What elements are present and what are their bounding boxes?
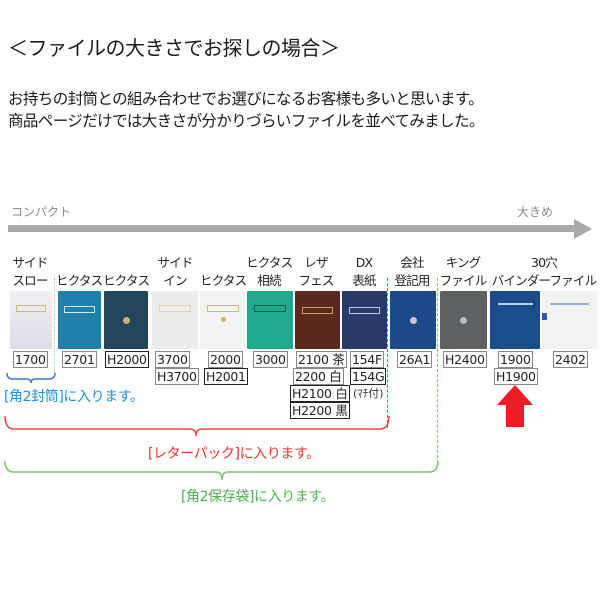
file-cover-2402[interactable]: [542, 291, 597, 349]
product-code: 154F: [350, 351, 384, 368]
category-line: フェス: [298, 273, 334, 288]
category-leather-fes: レザ フェス: [296, 254, 336, 290]
file-cover-1700[interactable]: [10, 291, 52, 349]
highlight-up-arrow-icon: [497, 385, 533, 427]
category-king-file: キング ファイル: [438, 254, 488, 290]
product-code: H2001: [204, 368, 248, 385]
product-code: 26A1: [397, 351, 433, 368]
intro-line-2: 商品ページだけでは大きさが分かりづらいファイルを並べてみました。: [8, 112, 484, 130]
category-line: サイド: [157, 255, 193, 270]
product-code: 3000: [253, 351, 288, 368]
arrow-shaft: [506, 405, 524, 427]
kaku2-envelope-bracket: [6, 372, 56, 384]
file-cover-2100[interactable]: [295, 291, 340, 349]
category-line: 表紙: [352, 273, 376, 288]
file-cover-2000[interactable]: [200, 291, 246, 349]
product-code: 3700: [155, 351, 190, 368]
file-cover-h2000[interactable]: [104, 291, 148, 349]
kaku2-storage-bag-label: [角2保存袋]に入ります。: [181, 489, 335, 505]
category-line: レザ: [304, 255, 328, 270]
product-code: 2402: [553, 351, 588, 368]
category-hiktas-1: ヒクタス: [56, 273, 103, 288]
category-side-slow: サイド スロー: [8, 254, 52, 290]
product-code: H2200 黒: [290, 402, 350, 419]
letter-pack-bracket: [4, 415, 390, 437]
category-line: ヒクタス: [246, 255, 293, 270]
product-code: H2100 白: [290, 385, 350, 402]
axis-label-large: 大きめ: [517, 205, 554, 219]
size-axis-bar: [8, 225, 576, 232]
product-code: 2701: [62, 351, 97, 368]
gusset-note: (ﾏﾁ付): [353, 387, 384, 400]
letter-pack-label: [レターパック]に入ります。: [148, 446, 320, 462]
file-cover-26a1[interactable]: [390, 291, 436, 349]
product-code: H2400: [443, 351, 487, 368]
kaku2-storage-bag-boundary: [437, 278, 438, 463]
size-axis-arrow-icon: [574, 219, 592, 239]
intro-text: お持ちの封筒との組み合わせでお選びになるお客様も多いと思います。 商品ページだけ…: [8, 88, 484, 132]
category-line: 登記用: [394, 273, 430, 288]
kaku2-storage-bag-bracket: [4, 460, 439, 481]
category-line: 30穴: [530, 255, 558, 270]
page-title: ＜ファイルの大きさでお探しの場合＞: [8, 36, 340, 60]
product-code: 1700: [13, 351, 48, 368]
product-code: 2100 茶: [296, 351, 347, 368]
category-line: サイド: [12, 255, 48, 270]
product-code: H2000: [105, 351, 149, 368]
product-code: 1900: [498, 351, 533, 368]
file-cover-3700[interactable]: [152, 291, 198, 349]
category-hiktas-2: ヒクタス: [103, 273, 150, 288]
category-line: スロー: [12, 273, 48, 288]
product-code: 2000: [208, 351, 243, 368]
kaku2-envelope-label: [角2封筒]に入ります。: [4, 389, 144, 405]
product-code: H3700: [155, 368, 199, 385]
category-side-in: サイド イン: [155, 254, 195, 290]
kaku2-envelope-boundary: [54, 278, 55, 374]
file-cover-3000[interactable]: [247, 291, 293, 349]
file-cover-1900[interactable]: [490, 291, 540, 349]
intro-line-1: お持ちの封筒との組み合わせでお選びになるお客様も多いと思います。: [8, 90, 484, 108]
category-line: バインダーファイル: [491, 273, 597, 288]
category-line: 相続: [257, 273, 281, 288]
product-code: 2200 白: [293, 368, 344, 385]
category-line: DX: [355, 255, 373, 270]
file-cover-h2400[interactable]: [440, 291, 487, 349]
category-hiktas-inheritance: ヒクタス 相続: [246, 254, 293, 290]
category-company-registration: 会社 登記用: [390, 254, 434, 290]
category-line: ファイル: [439, 273, 488, 288]
category-line: キング: [445, 255, 482, 270]
category-dx-cover: DX 表紙: [344, 254, 384, 290]
arrow-head: [497, 385, 533, 405]
file-cover-2701[interactable]: [58, 291, 101, 349]
category-line: イン: [163, 273, 187, 288]
binder-tab-icon: [542, 313, 547, 320]
letter-pack-boundary: [387, 278, 388, 428]
product-code: 154G: [350, 368, 387, 385]
category-line: 会社: [400, 255, 424, 270]
product-code: H1900: [494, 368, 538, 385]
category-30-hole-binder: 30穴 バインダーファイル: [490, 254, 598, 290]
file-cover-154f[interactable]: [342, 291, 387, 349]
category-hiktas-3: ヒクタス: [200, 273, 247, 288]
axis-label-compact: コンパクト: [11, 205, 72, 219]
